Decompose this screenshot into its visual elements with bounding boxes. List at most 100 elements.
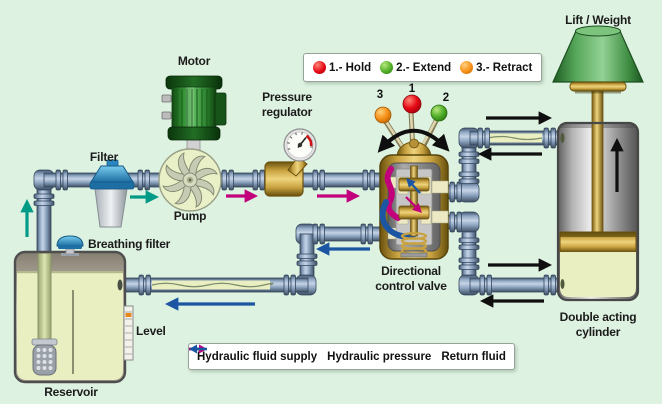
- breather-band: [58, 245, 82, 249]
- fluid-surface: [151, 282, 274, 288]
- motor-body: [171, 86, 217, 130]
- pressure-legend-label: Hydraulic pressure: [327, 350, 432, 363]
- pipe-elbow: [458, 211, 480, 233]
- valve-position-legend: 1.- Hold 2.- Extend 3.- Retract: [303, 53, 543, 82]
- regulator-neck: [287, 156, 308, 177]
- pressure-regulator-label-line1: Pressure: [262, 90, 312, 104]
- spring-seat: [400, 252, 428, 258]
- breather-cap-icon: [56, 235, 84, 247]
- lever-number-retract: 3: [376, 89, 384, 101]
- directional-valve-label-line1: Directional: [381, 264, 441, 278]
- lever-ball-hold: [402, 94, 422, 114]
- directional-valve-label: Directional control valve: [375, 264, 447, 294]
- retract-dot-icon: [460, 61, 474, 74]
- pressure-regulator-label: Pressure regulator: [262, 90, 312, 120]
- filter-cup: [94, 188, 128, 228]
- legend-item-extend: 2.- Extend: [380, 61, 451, 74]
- extend-label: 2.- Extend: [396, 61, 452, 74]
- motor-label: Motor: [177, 54, 211, 68]
- pump-label: Pump: [173, 209, 207, 223]
- cylinder-outline: [556, 121, 640, 302]
- filter-cap-icon: [90, 165, 134, 183]
- gauge-red-zone: [305, 134, 313, 147]
- breathing-filter: [56, 235, 84, 256]
- disc-shadow: [575, 91, 621, 94]
- flow-arrows: [20, 111, 553, 311]
- spool-land: [398, 205, 430, 220]
- pressure-regulator: [264, 128, 317, 197]
- reservoir-label: Reservoir: [44, 385, 98, 399]
- legend-item-pressure: Hydraulic pressure: [189, 344, 432, 363]
- suction-pipe: [37, 252, 52, 342]
- lever-ball-extend: [430, 104, 448, 122]
- legend-item-hold: 1.- Hold: [313, 61, 371, 74]
- level-label: Level: [136, 324, 166, 338]
- supply-legend-label: Hydraulic fluid supply: [197, 350, 318, 363]
- motor-highlight: [186, 87, 194, 129]
- pressure-flow-path: [384, 166, 401, 221]
- lever-number-hold: 1: [408, 83, 416, 95]
- filter: [89, 159, 135, 228]
- directional-valve-label-line2: control valve: [375, 279, 447, 293]
- retract-label: 3.- Retract: [476, 61, 533, 74]
- extend-dot-icon: [380, 61, 394, 74]
- valve-dome-collar: [409, 138, 419, 149]
- filter-label: Filter: [89, 150, 119, 164]
- spool-land: [398, 177, 430, 192]
- hold-label: 1.- Hold: [329, 61, 372, 74]
- breather-stem: [65, 248, 75, 255]
- cylinder-label-line2: cylinder: [575, 325, 621, 339]
- pump-impeller-icon: [162, 152, 218, 208]
- cylinder-label: Double acting cylinder: [560, 310, 637, 340]
- pressure-regulator-label-line2: regulator: [261, 105, 313, 119]
- hold-dot-icon: [313, 61, 326, 74]
- piston-rod: [591, 87, 604, 235]
- directional-control-valve: [374, 94, 450, 260]
- filter-band: [89, 181, 135, 190]
- legend-item-supply: Hydraulic fluid supply: [189, 344, 318, 363]
- fluid-cutaway: [152, 280, 270, 290]
- pipe-elbow: [458, 181, 480, 203]
- lever-ball-retract: [374, 106, 392, 124]
- return-legend-label: Return fluid: [441, 350, 506, 363]
- reservoir: [13, 250, 134, 384]
- motor-bolt: [161, 94, 172, 103]
- legend-item-retract: 3.- Retract: [460, 61, 532, 74]
- lever-number-extend: 2: [442, 92, 450, 104]
- flow-legend: Hydraulic fluid supply Hydraulic pressur…: [188, 343, 515, 370]
- weight-top: [575, 25, 621, 37]
- motor-junction-box: [214, 92, 227, 126]
- legend-item-return: Return fluid: [189, 344, 506, 363]
- cylinder-label-line1: Double acting: [559, 310, 637, 324]
- motor-bolt: [161, 111, 172, 120]
- double-acting-cylinder: [556, 87, 640, 302]
- weight-shade-icon: [552, 30, 644, 83]
- pump-unit: [158, 75, 227, 212]
- fluid-surface: [17, 271, 123, 274]
- valve-return-arrow: [406, 177, 421, 194]
- strainer-holes: [36, 348, 53, 370]
- pressure-gauge-icon: [283, 128, 317, 162]
- lift-weight: [552, 25, 644, 94]
- weight-base-disc: [569, 81, 627, 92]
- return-flow-path: [379, 199, 416, 240]
- breather-base: [61, 253, 79, 256]
- level-marker: [125, 313, 132, 317]
- cylinder-fluid: [560, 252, 636, 297]
- strainer-collar: [31, 338, 58, 346]
- breathing-filter-label: Breathing filter: [88, 237, 171, 251]
- lift-weight-label: Lift / Weight: [565, 13, 631, 27]
- fluid-surface: [487, 135, 543, 141]
- valve-pressure-arrow: [405, 196, 422, 213]
- motor: [161, 75, 227, 141]
- lever-swing-arrow: [377, 128, 450, 153]
- cylinder-port: [560, 279, 565, 289]
- motor-ribs: [176, 89, 213, 127]
- return-port-hole: [117, 279, 123, 291]
- motor-bottom-cap: [167, 126, 221, 141]
- return-arrow-icon: [189, 344, 207, 354]
- level-gauge-ticks: [125, 311, 132, 355]
- cylinder-port: [560, 133, 565, 143]
